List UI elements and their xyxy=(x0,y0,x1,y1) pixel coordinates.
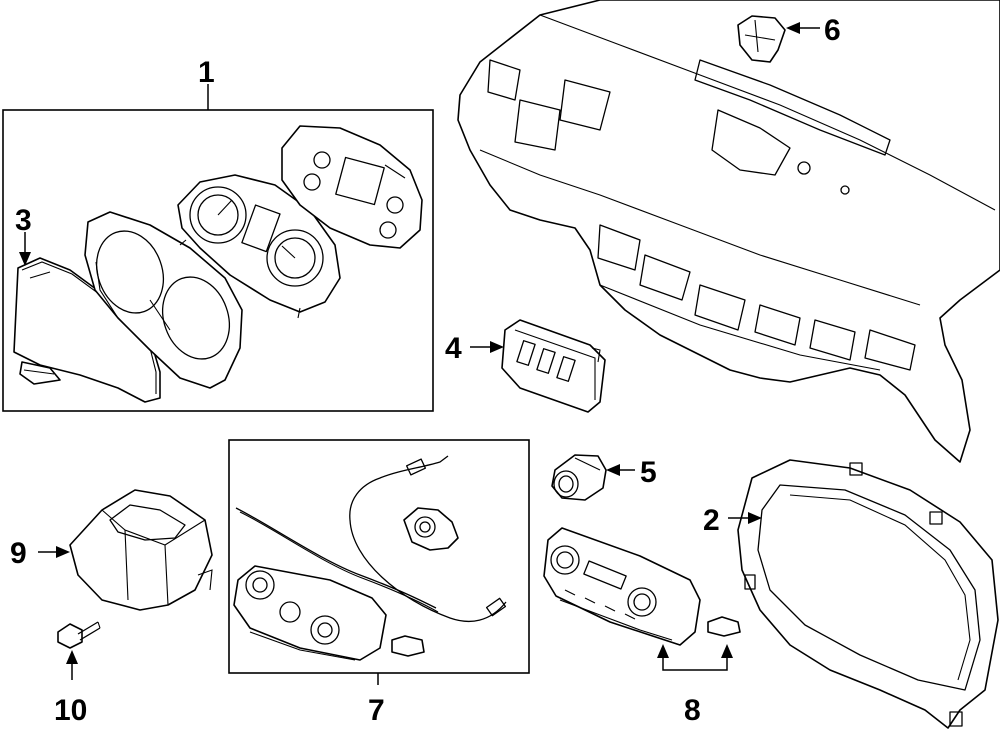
callout-3: 3 xyxy=(15,204,32,237)
heater-control-panel-part[interactable] xyxy=(233,565,387,661)
callout-7: 7 xyxy=(368,694,385,727)
climate-panel-part[interactable] xyxy=(543,527,701,646)
callout-4: 4 xyxy=(445,332,462,365)
cluster-group-box xyxy=(2,84,434,412)
gauge-plate-part[interactable] xyxy=(177,174,341,319)
callout-8: 8 xyxy=(684,694,701,727)
heater-group-box xyxy=(228,439,530,685)
switch-assembly-part[interactable] xyxy=(501,319,606,413)
actuator-part[interactable] xyxy=(403,507,459,551)
cluster-bezel-part[interactable] xyxy=(84,211,243,389)
callout-6: 6 xyxy=(824,14,841,47)
display-bezel-part[interactable] xyxy=(737,459,999,729)
callout-1: 1 xyxy=(198,56,215,89)
cluster-case-part[interactable] xyxy=(281,125,423,249)
heater-clip-part[interactable] xyxy=(391,635,425,657)
bolt-part[interactable] xyxy=(57,621,101,649)
leader-arrows xyxy=(19,22,820,680)
knob-switch-part[interactable] xyxy=(551,454,607,501)
sensor-part[interactable] xyxy=(737,15,786,63)
control-cable-part[interactable] xyxy=(235,455,507,623)
callout-10: 10 xyxy=(54,694,87,727)
dashboard-panel-part[interactable] xyxy=(457,0,1000,463)
callout-5: 5 xyxy=(640,456,657,489)
control-module-part[interactable] xyxy=(69,489,213,611)
callout-9: 9 xyxy=(10,537,27,570)
callout-2: 2 xyxy=(703,504,720,537)
clip-part[interactable] xyxy=(707,616,741,637)
